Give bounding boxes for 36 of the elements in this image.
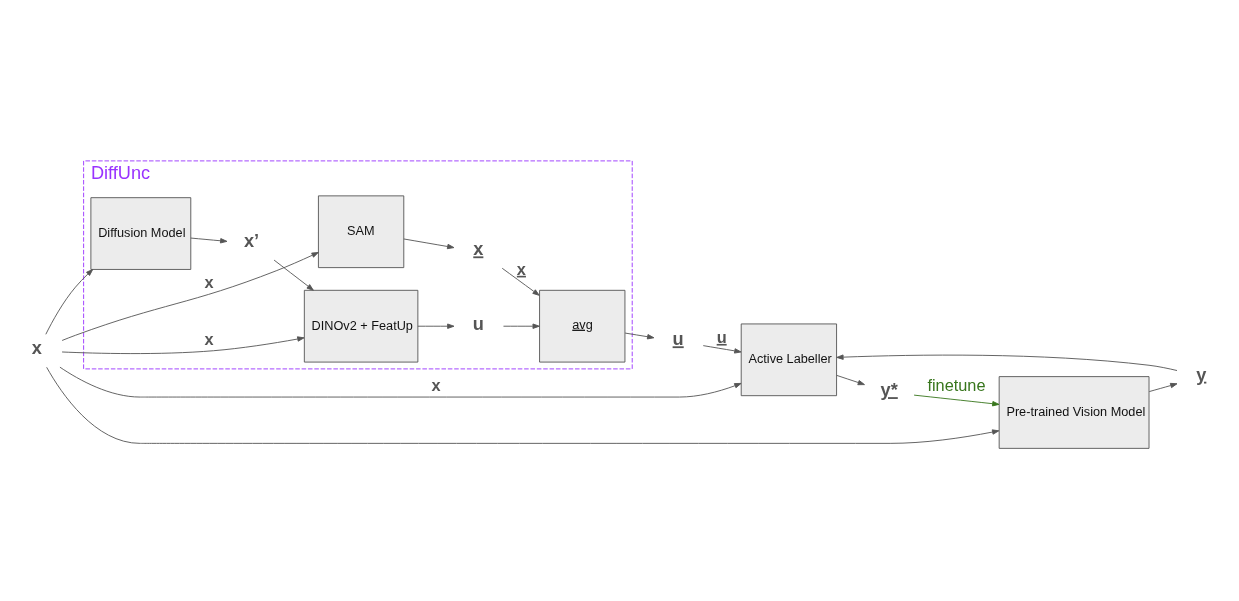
edge-label: x [431, 375, 441, 394]
edge-label: x [204, 272, 214, 291]
arrow [59, 366, 742, 397]
node-text: y* [880, 379, 898, 400]
arrow [836, 353, 1178, 371]
arrow [417, 323, 455, 329]
arrow [273, 259, 314, 291]
arrow [190, 237, 228, 243]
arrow [45, 268, 94, 335]
node-text: u [672, 328, 684, 349]
node-box: avg [539, 289, 626, 363]
node-box: DINOv2 + FeatUp [303, 289, 419, 363]
arrow [501, 267, 540, 296]
edge-label: x [516, 259, 526, 278]
arrow [503, 323, 540, 329]
node-box: Diffusion Model [90, 196, 192, 270]
arrow [836, 374, 865, 385]
arrow [702, 344, 742, 354]
edge-label: x [204, 329, 214, 348]
node-text: x’ [243, 230, 260, 251]
node-text: x [31, 337, 42, 358]
edge-label: u [716, 327, 727, 346]
arrow [913, 394, 1000, 406]
arrow [61, 335, 305, 354]
node-box: Active Labeller [740, 322, 838, 396]
arrow [624, 332, 655, 339]
edge-label: finetune [927, 375, 986, 394]
node-text: x [473, 238, 484, 259]
node-text: u [472, 313, 484, 334]
arrow [46, 366, 1000, 444]
arrow [61, 251, 319, 341]
node-box: SAM [317, 194, 405, 268]
arrow [1148, 382, 1178, 392]
node-text: y [1196, 364, 1207, 385]
node-box: Pre-trained Vision Model [998, 375, 1150, 449]
arrow [403, 238, 455, 249]
